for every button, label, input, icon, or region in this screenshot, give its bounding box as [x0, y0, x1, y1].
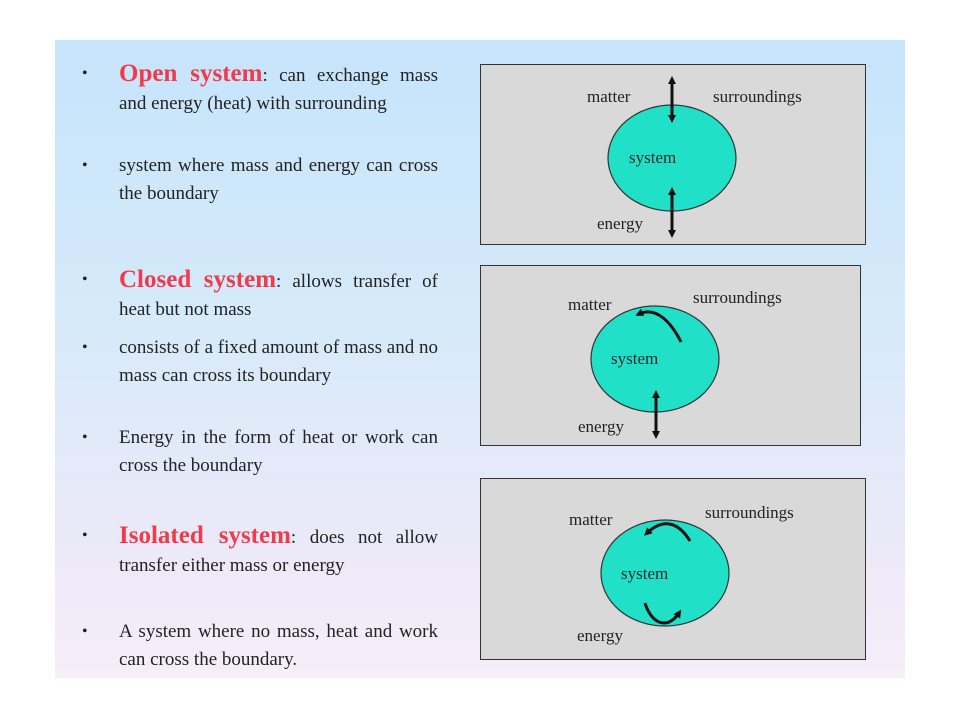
- bullet-text: Closed system: allows transfer of heat b…: [119, 266, 438, 324]
- term-closed-system: Closed system: [119, 266, 277, 293]
- matter-label: matter: [587, 87, 631, 106]
- surroundings-label: surroundings: [705, 503, 794, 522]
- bullet-text: system where mass and energy can cross t…: [119, 155, 438, 204]
- bullet-dot: •: [82, 623, 88, 640]
- bullet-text: consists of a fixed amount of mass and n…: [119, 337, 438, 386]
- matter-label: matter: [568, 295, 612, 314]
- bullet-text: Open system: can exchange mass and energ…: [119, 60, 438, 118]
- system-circle: [600, 519, 730, 627]
- bullet-isolated-system-detail: • A system where no mass, heat and work …: [82, 618, 438, 674]
- matter-label: matter: [569, 510, 613, 529]
- arrow-matter-reflect: [644, 522, 692, 542]
- surroundings-label: surroundings: [713, 87, 802, 106]
- energy-label: energy: [597, 214, 643, 233]
- bullet-open-system-detail: • system where mass and energy can cross…: [82, 152, 438, 208]
- open-system-svg: system matter surroundings energy: [587, 76, 802, 238]
- bullet-dot: •: [82, 65, 88, 82]
- energy-label: energy: [578, 417, 624, 436]
- isolated-system-svg: system matter surroundings energy: [569, 503, 794, 645]
- arrow-matter-reflect: [635, 308, 683, 343]
- energy-label: energy: [577, 626, 623, 645]
- open-system-diagram: system matter surroundings energy: [480, 64, 866, 245]
- closed-system-definition: : allows transfer of heat but not mass: [119, 271, 438, 320]
- bullet-text: Energy in the form of heat or work can c…: [119, 427, 438, 476]
- bullet-closed-system-detail-2: • Energy in the form of heat or work can…: [82, 424, 438, 480]
- bullet-text: A system where no mass, heat and work ca…: [119, 621, 438, 670]
- bullet-closed-system-detail-1: • consists of a fixed amount of mass and…: [82, 334, 438, 390]
- bullet-open-system: • Open system: can exchange mass and ene…: [82, 60, 438, 118]
- open-system-definition: : can exchange mass and energy (heat) wi…: [119, 65, 438, 114]
- surroundings-label: surroundings: [693, 288, 782, 307]
- bullet-dot: •: [82, 429, 88, 446]
- bullet-isolated-system: • Isolated system: does not allow transf…: [82, 522, 438, 580]
- bullet-closed-system: • Closed system: allows transfer of heat…: [82, 266, 438, 324]
- term-open-system: Open system: [119, 60, 263, 87]
- bullet-list: • Open system: can exchange mass and ene…: [55, 40, 475, 678]
- term-isolated-system: Isolated system: [119, 522, 291, 549]
- closed-system-diagram: system matter surroundings energy: [480, 265, 861, 446]
- system-label: system: [621, 564, 668, 583]
- arrow-energy-reflect: [643, 602, 682, 625]
- isolated-system-diagram: system matter surroundings energy: [480, 478, 866, 660]
- slide: • Open system: can exchange mass and ene…: [55, 40, 905, 678]
- bullet-dot: •: [82, 527, 88, 544]
- closed-system-svg: system matter surroundings energy: [568, 288, 782, 439]
- bullet-dot: •: [82, 157, 88, 174]
- bullet-dot: •: [82, 271, 88, 288]
- system-label: system: [629, 148, 676, 167]
- bullet-dot: •: [82, 339, 88, 356]
- system-label: system: [611, 349, 658, 368]
- bullet-text: Isolated system: does not allow transfer…: [119, 522, 438, 580]
- isolated-system-definition: : does not allow transfer either mass or…: [119, 527, 438, 576]
